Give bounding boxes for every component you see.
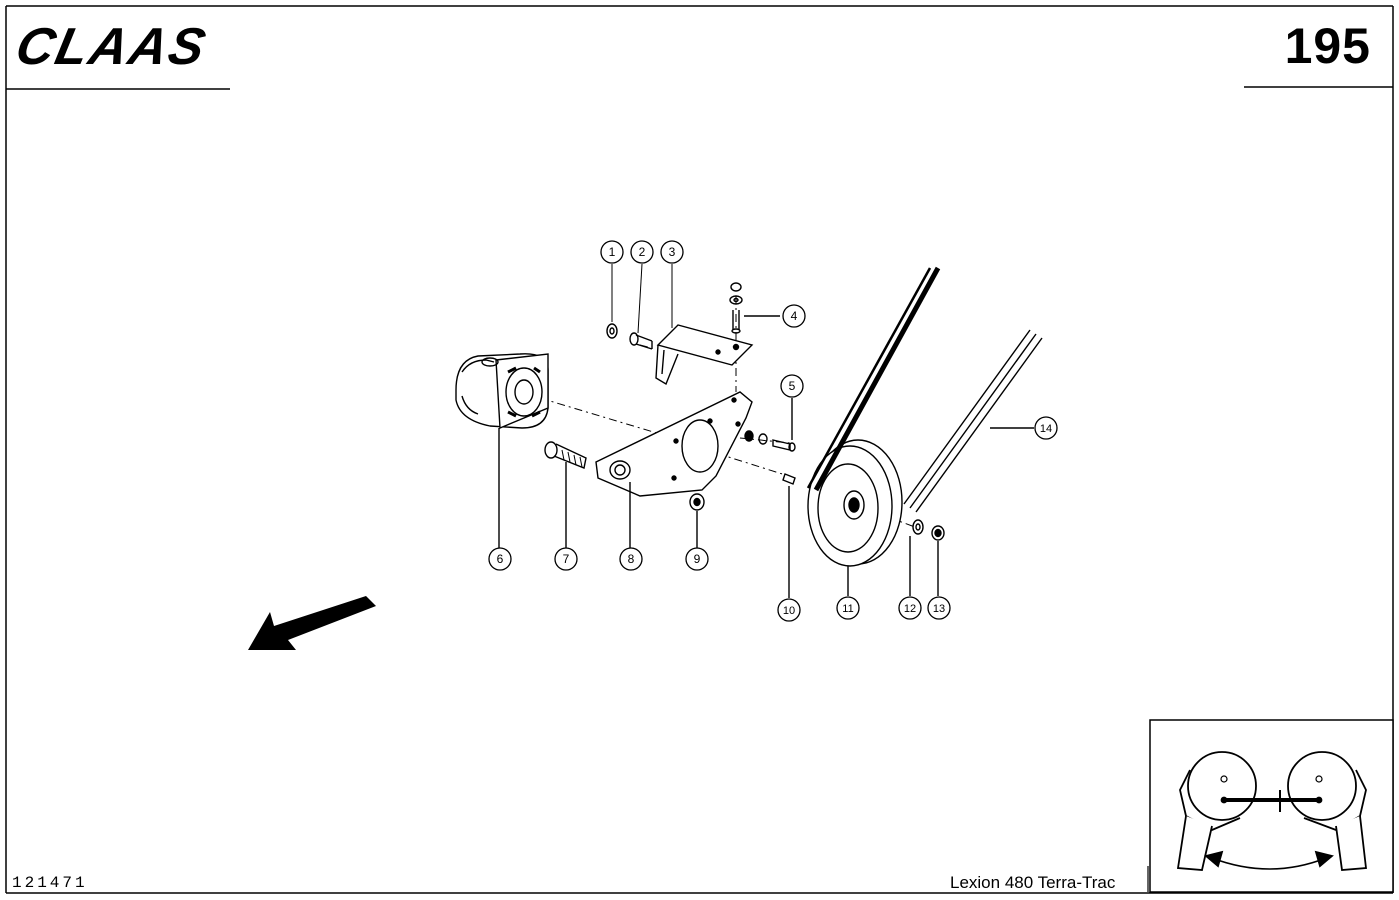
callout-11: 11 [836,596,860,620]
svg-text:6: 6 [497,552,504,566]
svg-text:3: 3 [669,245,676,259]
part-washer-12 [909,519,924,596]
svg-text:12: 12 [904,603,916,615]
callout-14: 14 [1034,416,1058,440]
svg-text:14: 14 [1040,423,1052,435]
callout-labels: 1 2 3 4 5 6 7 8 9 10 11 12 13 14 [488,240,1058,622]
svg-text:1: 1 [609,245,616,259]
part-nut-13 [931,525,945,596]
callout-6: 6 [488,547,512,571]
callout-12: 12 [898,596,922,620]
callout-4: 4 [782,304,806,328]
svg-text:10: 10 [783,605,795,617]
part-fasteners-5 [744,398,796,452]
drawing-number: 121471 [12,874,88,892]
claas-logo: CLAAS [14,18,212,76]
callout-8: 8 [619,547,643,571]
part-nut-9 [689,493,705,548]
part-long-bolt-7 [544,441,587,548]
callout-10: 10 [777,598,801,622]
part-bracket-3 [655,324,754,386]
callout-3: 3 [660,240,684,264]
part-key-10 [782,473,796,598]
svg-text:4: 4 [791,309,798,323]
svg-text:11: 11 [842,603,853,615]
callout-5: 5 [780,374,804,398]
model-name: Lexion 480 Terra-Trac [950,873,1116,892]
svg-text:9: 9 [694,552,701,566]
callout-2: 2 [630,240,654,264]
part-bolt-2 [629,332,653,350]
callout-7: 7 [554,547,578,571]
claas-logo-text: CLAAS [14,18,212,76]
part-bolt-4 [729,282,780,334]
page-number: 195 [1284,18,1371,74]
direction-arrow-icon [248,596,376,650]
svg-text:7: 7 [563,552,570,566]
svg-text:13: 13 [933,603,945,615]
callout-1: 1 [600,240,624,264]
part-pivot-plate-8 [595,391,753,548]
svg-text:5: 5 [789,379,796,393]
part-pulley-11 [807,439,903,596]
callout-13: 13 [927,596,951,620]
svg-text:2: 2 [639,245,646,259]
part-v-belt-14 [806,266,1043,513]
callout-9: 9 [685,547,709,571]
location-inset-icon [1149,719,1394,893]
svg-text:8: 8 [628,552,635,566]
part-hydraulic-motor-6 [455,353,549,548]
part-washer-1 [606,323,618,339]
